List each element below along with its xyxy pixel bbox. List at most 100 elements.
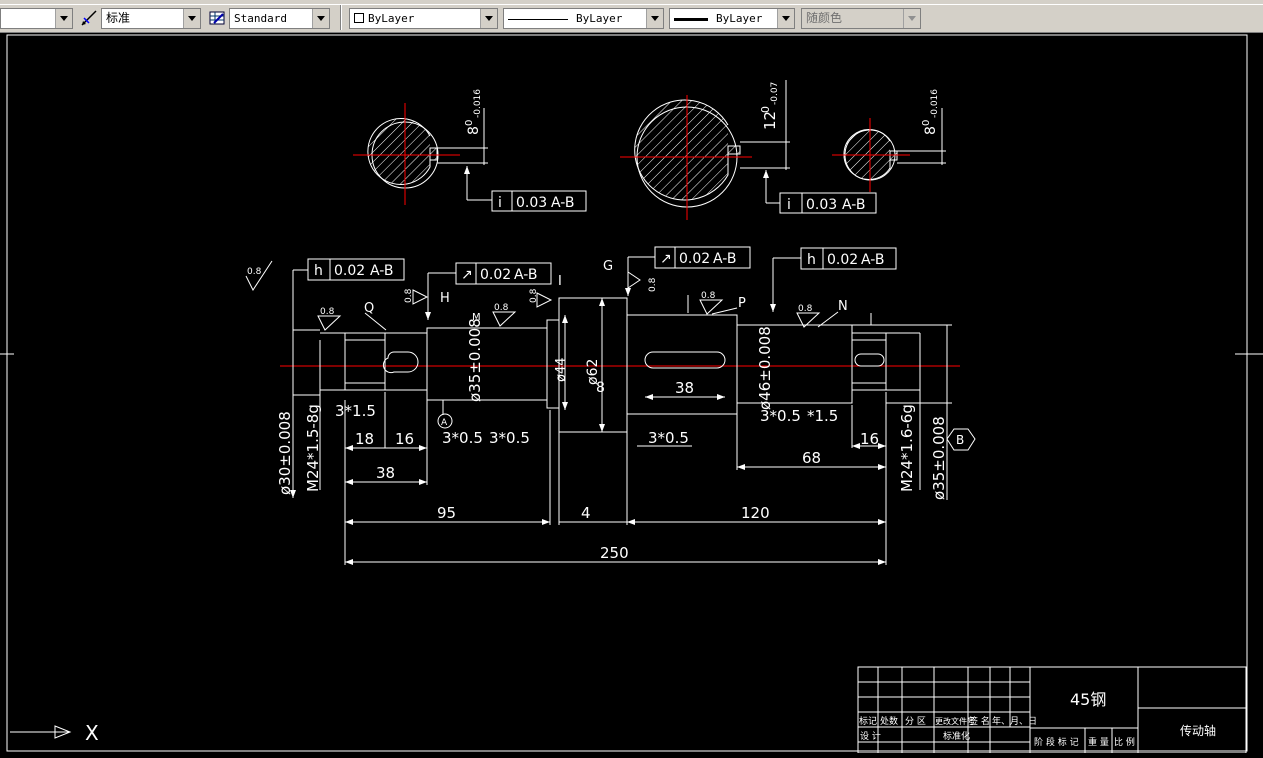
linetype-preview [508, 18, 568, 20]
svg-text:标记: 标记 [859, 715, 877, 727]
section-mid-dim: 12 [761, 111, 779, 130]
datum-a-marker: A [437, 413, 453, 429]
svg-text:0.03: 0.03 [516, 195, 547, 211]
chevron-down-icon[interactable] [312, 9, 329, 28]
svg-text:0.8: 0.8 [247, 267, 262, 277]
dimension-style-combo[interactable]: 标准 [101, 8, 201, 29]
svg-text:↗: ↗ [660, 251, 672, 267]
svg-text:比 例: 比 例 [1114, 736, 1135, 748]
chevron-down-icon[interactable] [480, 9, 497, 28]
svg-text:ø30±0.008: ø30±0.008 [276, 411, 294, 495]
title-block-texts: 标记 处数 分 区 更改文件号 签 名 年、月、日 设 计 标准化 阶 段 标 … [859, 690, 1216, 748]
svg-text:M24*1.6-6g: M24*1.6-6g [898, 404, 916, 492]
svg-text:38: 38 [675, 379, 694, 397]
svg-text:H: H [440, 291, 450, 306]
svg-text:A-B: A-B [370, 263, 393, 279]
svg-text:0.8: 0.8 [648, 277, 658, 292]
svg-text:0.8: 0.8 [529, 288, 539, 303]
plot-style-control-combo: 随颜色 [801, 8, 921, 29]
svg-text:ø46±0.008: ø46±0.008 [756, 326, 774, 410]
section-right-tol: 0 [921, 120, 932, 126]
svg-text:0.02: 0.02 [480, 267, 511, 283]
section-left-dim: 8 [466, 126, 482, 135]
svg-text:ø44: ø44 [554, 358, 569, 383]
svg-text:↗: ↗ [461, 267, 473, 283]
section-mid-tol2: -0.07 [770, 82, 780, 105]
shaft-main-view [280, 297, 960, 433]
table-style-value: Standard [234, 12, 287, 25]
svg-text:处数: 处数 [880, 715, 898, 727]
svg-text:标准化: 标准化 [943, 730, 970, 742]
chevron-down-icon[interactable] [777, 9, 794, 28]
svg-text:16: 16 [395, 430, 414, 448]
text-style-combo[interactable] [0, 8, 73, 29]
fcf-h: ↗ 0.02 A-B [425, 262, 552, 320]
svg-text:0.03: 0.03 [806, 197, 837, 213]
lineweight-control-combo[interactable]: ByLayer [669, 8, 795, 29]
drawing-area[interactable]: 8 0 -0.016 i 0.03 A-B 12 0 -0.07 i 0.03 … [0, 33, 1263, 754]
fcf-q: h 0.02 A-B [293, 258, 405, 281]
fcf-n: h 0.02 A-B [770, 247, 897, 312]
svg-text:ø62: ø62 [585, 359, 601, 385]
svg-text:0.8: 0.8 [701, 291, 716, 301]
color-control-combo[interactable]: ByLayer [349, 8, 498, 29]
toolbar-top-strip [0, 0, 1263, 5]
svg-text:i: i [498, 195, 502, 211]
chevron-down-icon[interactable] [183, 9, 200, 28]
svg-text:A: A [441, 418, 448, 428]
linetype-value: ByLayer [576, 12, 623, 25]
svg-text:0.8: 0.8 [494, 303, 509, 313]
svg-text:M24*1.5-8g: M24*1.5-8g [304, 404, 322, 492]
svg-text:250: 250 [600, 544, 629, 562]
svg-text:M: M [472, 312, 481, 323]
drawing-border [6, 34, 1248, 752]
svg-text:分 区: 分 区 [905, 716, 926, 727]
svg-text:更改文件号: 更改文件号 [935, 716, 975, 726]
dimension-lines [290, 270, 952, 565]
svg-text:i: i [787, 197, 791, 213]
chevron-down-icon[interactable] [646, 9, 663, 28]
svg-text:3*1.5: 3*1.5 [335, 402, 376, 420]
svg-text:A-B: A-B [514, 267, 537, 283]
svg-text:ø35±0.008: ø35±0.008 [466, 318, 484, 402]
svg-text:A-B: A-B [551, 195, 574, 211]
svg-text:年、月、日: 年、月、日 [992, 715, 1037, 727]
drawing-canvas[interactable]: 8 0 -0.016 i 0.03 A-B 12 0 -0.07 i 0.03 … [0, 33, 1263, 754]
lineweight-value: ByLayer [716, 12, 763, 25]
svg-text:A-B: A-B [861, 252, 884, 268]
section-mid-tol: 0 [759, 106, 772, 113]
dimension-style-icon[interactable] [80, 9, 98, 27]
chevron-down-icon[interactable] [55, 9, 72, 28]
color-value: ByLayer [368, 12, 415, 25]
section-view-right [832, 108, 946, 192]
section-left-tol2: -0.016 [473, 89, 483, 118]
section-left-tol: 0 [464, 120, 475, 126]
table-style-combo[interactable]: Standard [229, 8, 330, 29]
svg-text:h: h [314, 263, 323, 279]
svg-text:3*0.5: 3*0.5 [760, 407, 801, 425]
dimension-style-value: 标准 [106, 11, 131, 25]
fcf-symmetry-2: i 0.03 A-B [779, 192, 877, 214]
svg-text:I: I [558, 274, 562, 289]
svg-text:0.8: 0.8 [798, 304, 813, 314]
linetype-control-combo[interactable]: ByLayer [503, 8, 664, 29]
svg-text:0.02: 0.02 [679, 251, 710, 267]
svg-text:A-B: A-B [842, 197, 865, 213]
svg-text:0.8: 0.8 [404, 288, 414, 303]
styles-properties-toolbar: 标准 Standard ByLayer ByLayer ByLayer 随颜色 [0, 0, 1263, 33]
toolbar-separator [340, 5, 342, 30]
svg-text:38: 38 [376, 464, 395, 482]
fcf-symmetry-1: i 0.03 A-B [491, 190, 587, 212]
datum-b-marker: B [946, 428, 976, 451]
svg-text:0.02: 0.02 [827, 252, 858, 268]
section-right-tol2: -0.016 [930, 89, 940, 118]
svg-text:设 计: 设 计 [860, 730, 881, 742]
table-style-icon[interactable] [208, 9, 226, 27]
plot-style-value: 随颜色 [806, 11, 843, 25]
svg-text:3*0.5: 3*0.5 [489, 429, 530, 447]
svg-text:3*0.5: 3*0.5 [442, 429, 483, 447]
svg-text:0.02: 0.02 [334, 263, 365, 279]
svg-text:重 量: 重 量 [1088, 736, 1109, 748]
svg-text:120: 120 [741, 504, 770, 522]
part-name-label: 传动轴 [1180, 723, 1216, 738]
